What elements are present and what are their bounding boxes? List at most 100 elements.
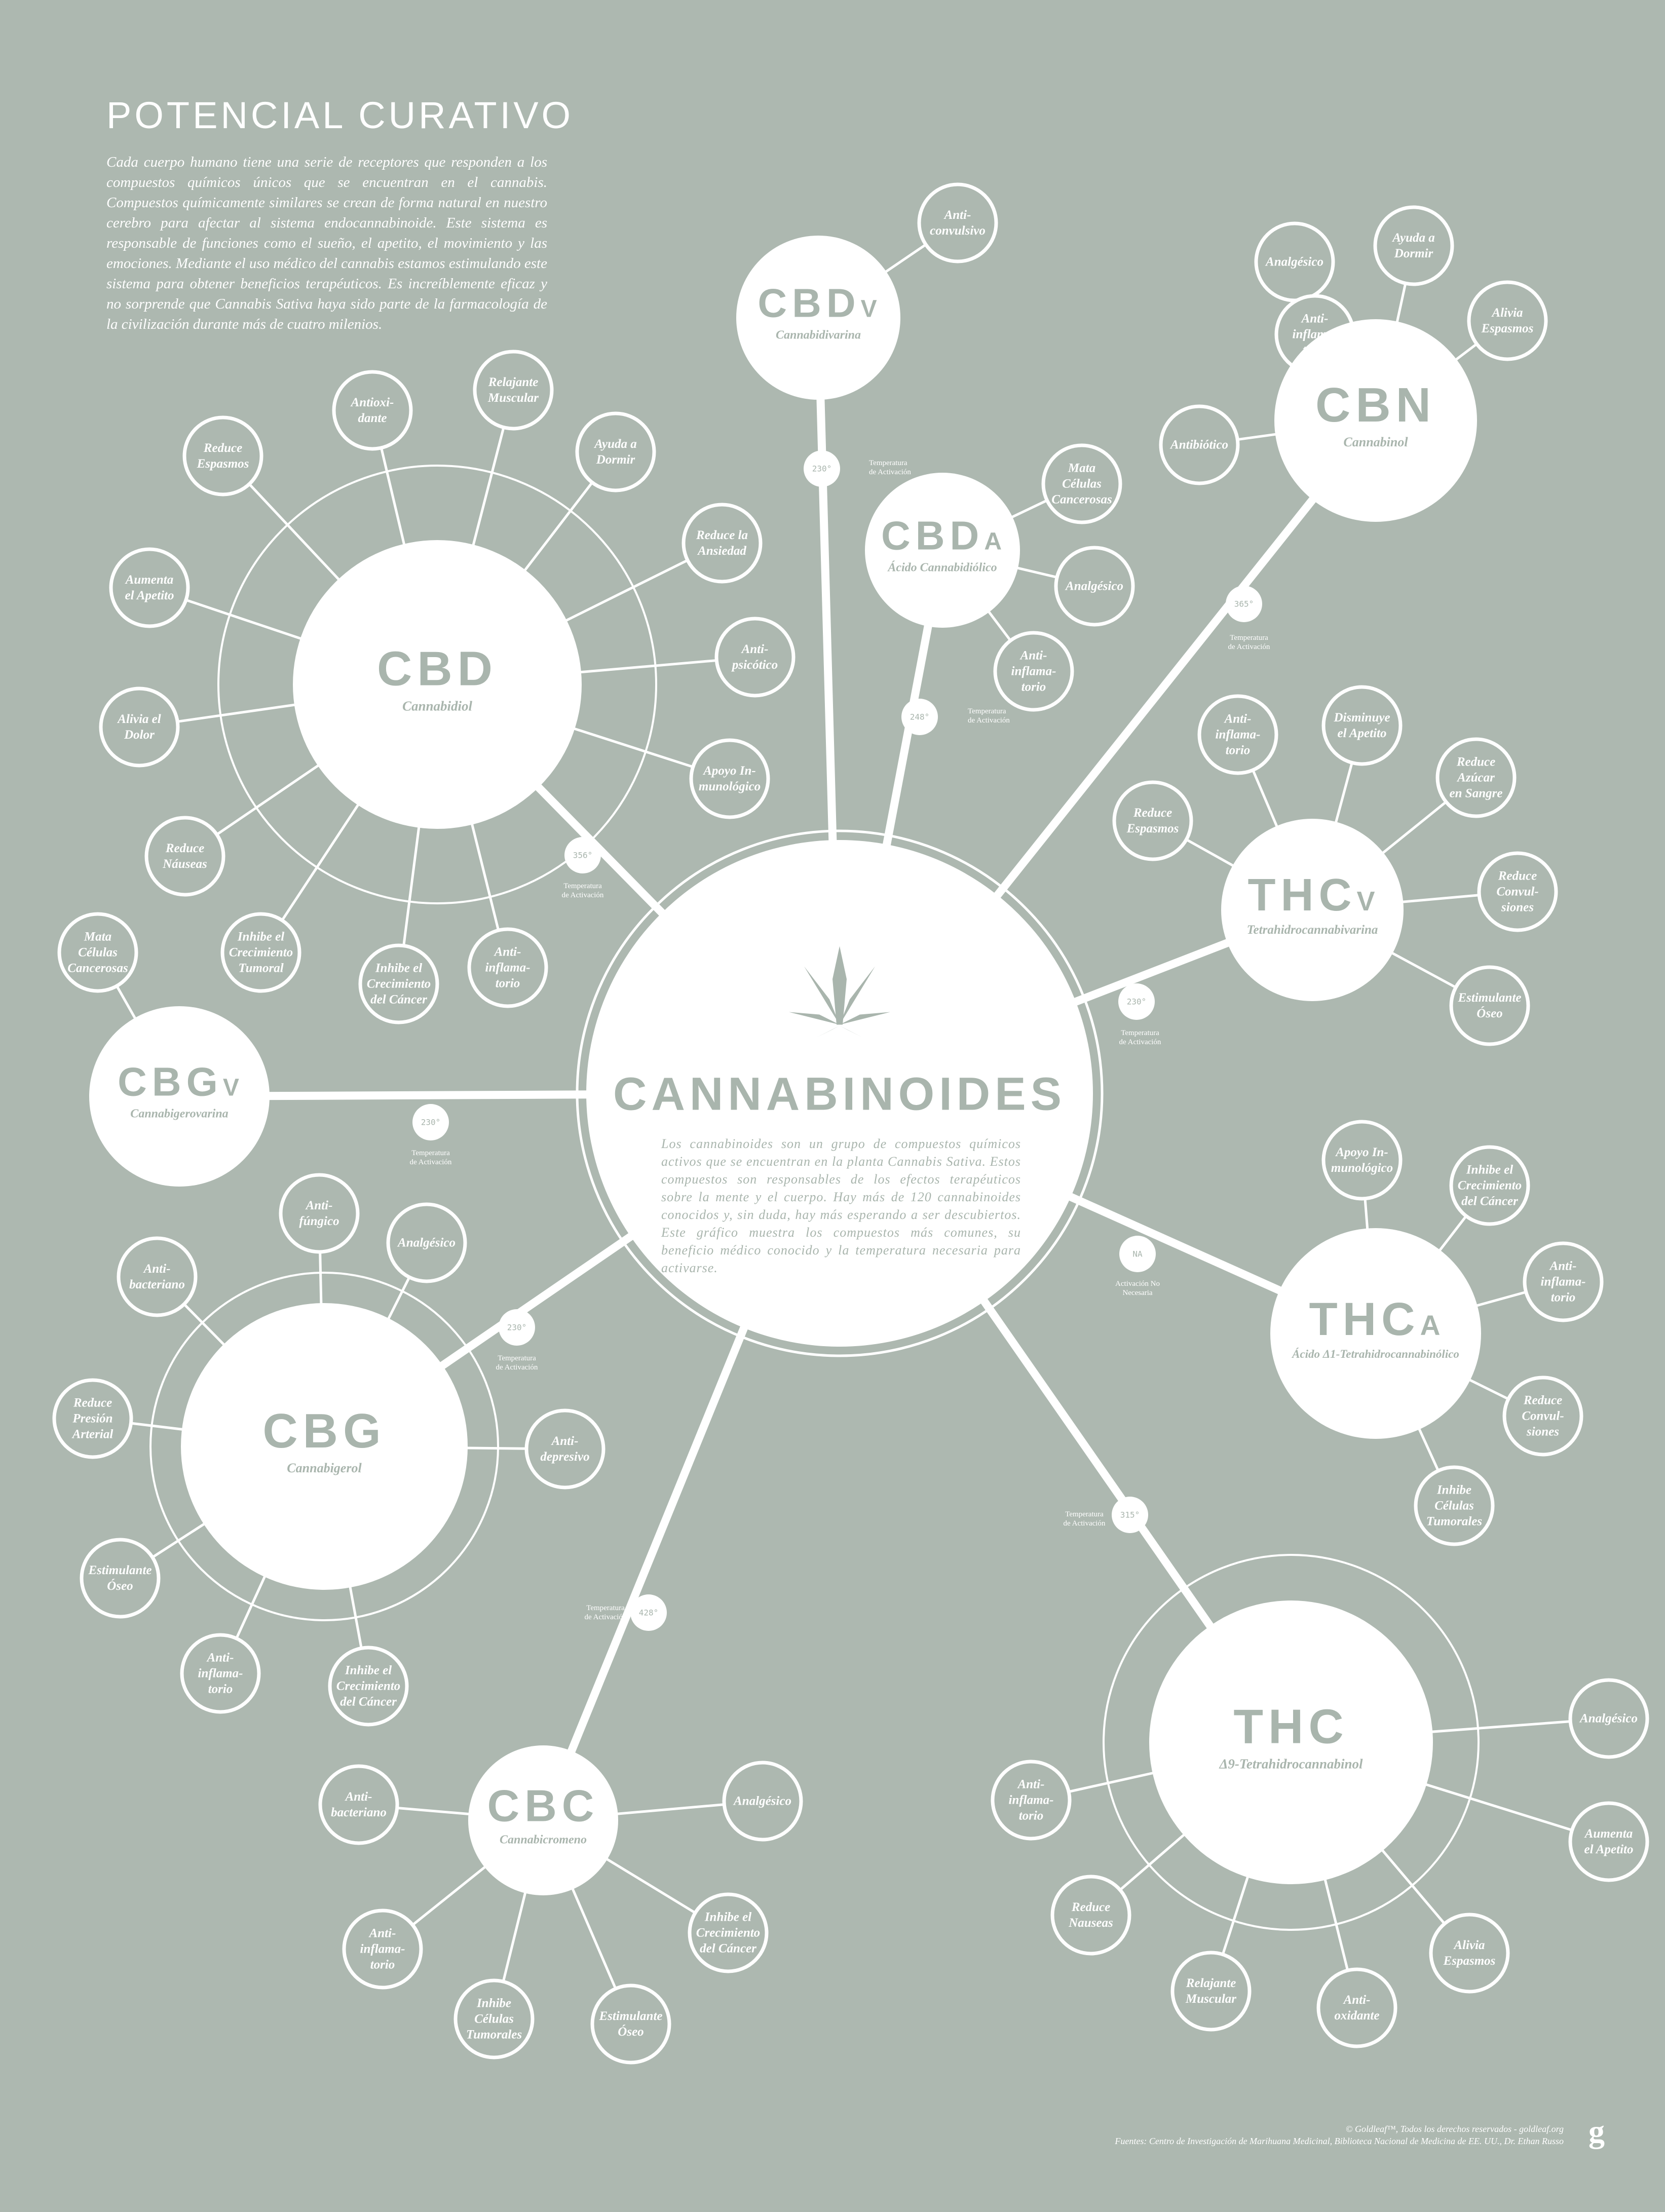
benefit-bubble[interactable]: Reduce Náuseas bbox=[163, 842, 207, 871]
abbr-text: CBD bbox=[377, 641, 498, 696]
activation-temperature-label: Temperatura de Activación bbox=[1063, 1510, 1106, 1528]
benefit-bubble[interactable]: Antioxi- dante bbox=[351, 396, 394, 425]
benefit-bubble[interactable]: Reduce Convul- siones bbox=[1522, 1393, 1564, 1439]
compound-name: Cannabidiol bbox=[402, 698, 473, 714]
abbr-suffix: A bbox=[984, 528, 1004, 555]
benefit-bubble[interactable]: Reduce Presión Arterial bbox=[72, 1396, 113, 1441]
benefit-bubble[interactable]: Inhibe el Crecimiento del Cáncer bbox=[1457, 1163, 1522, 1208]
benefit-bubble[interactable]: Analgésico bbox=[734, 1794, 791, 1808]
sources-text: Fuentes: Centro de Investigación de Mari… bbox=[1115, 2136, 1564, 2146]
compound-name: Cannabinol bbox=[1343, 435, 1408, 449]
compound-abbr: CBGV bbox=[118, 1061, 241, 1102]
benefit-bubble[interactable]: Reduce Azúcar en Sangre bbox=[1449, 755, 1503, 800]
benefit-bubble[interactable]: Anti- inflama- torio bbox=[1540, 1259, 1586, 1305]
benefit-bubble[interactable]: Estimulante Óseo bbox=[1458, 991, 1522, 1020]
benefit-bubble[interactable]: Anti- inflama- torio bbox=[485, 945, 531, 990]
benefit-bubble[interactable]: Disminuye el Apetito bbox=[1334, 711, 1390, 740]
compound-name: Δ9-Tetrahidrocannabinol bbox=[1219, 1756, 1363, 1772]
footer: © Goldleaf™, Todos los derechos reservad… bbox=[1115, 2123, 1564, 2147]
benefit-bubble[interactable]: Analgésico bbox=[1066, 579, 1123, 593]
abbr-text: THC bbox=[1247, 870, 1357, 921]
benefit-bubble[interactable]: Anti- inflama- torio bbox=[1292, 312, 1338, 357]
benefit-bubble[interactable]: Anti- psicótico bbox=[732, 642, 778, 672]
compound-cbda[interactable]: CBDA Ácido Cannabidiólico bbox=[881, 513, 1004, 575]
activation-temperature-label: Temperatura de Activación bbox=[409, 1149, 452, 1166]
benefit-bubble[interactable]: Alivia Espasmos bbox=[1443, 1938, 1496, 1968]
benefit-bubble[interactable]: Aumenta el Apetito bbox=[1584, 1827, 1634, 1856]
benefit-bubble[interactable]: Inhibe el Crecimiento Tumoral bbox=[229, 930, 293, 975]
compound-cbn[interactable]: CBN Cannabinol bbox=[1315, 381, 1436, 450]
benefit-bubble[interactable]: Inhibe el Crecimiento del Cáncer bbox=[366, 961, 431, 1007]
compound-abbr: THC bbox=[1220, 1702, 1363, 1751]
benefit-bubble[interactable]: Analgésico bbox=[398, 1236, 456, 1250]
benefit-bubble[interactable]: Inhibe Células Tumorales bbox=[466, 1996, 522, 2042]
benefit-bubble[interactable]: Anti- inflama- torio bbox=[360, 1926, 405, 1972]
benefit-bubble[interactable]: Inhibe Células Tumorales bbox=[1426, 1483, 1483, 1529]
benefit-bubble[interactable]: Apoyo In- munológico bbox=[698, 764, 761, 793]
benefit-bubble[interactable]: Antibiótico bbox=[1170, 438, 1228, 452]
center-title: CANNABINOIDES bbox=[613, 1068, 1066, 1120]
benefit-bubble[interactable]: Apoyo In- munológico bbox=[1331, 1146, 1393, 1175]
compound-abbr: CBN bbox=[1315, 381, 1436, 430]
benefit-bubble[interactable]: Anti- oxidante bbox=[1334, 1993, 1380, 2023]
abbr-text: CBD bbox=[758, 280, 861, 326]
cannabis-leaf-icon bbox=[786, 946, 893, 1045]
benefit-bubble[interactable]: Relajante Muscular bbox=[1185, 1976, 1237, 2006]
benefit-bubble[interactable]: Inhibe el Crecimiento del Cáncer bbox=[336, 1663, 401, 1709]
abbr-suffix: A bbox=[1420, 1310, 1443, 1341]
benefit-bubble[interactable]: Mata Células Cancerosas bbox=[1051, 461, 1112, 507]
benefit-bubble[interactable]: Estimulante Óseo bbox=[88, 1563, 152, 1593]
activation-temperature: 365° bbox=[1234, 599, 1254, 609]
benefit-bubble[interactable]: Analgésico bbox=[1266, 255, 1323, 269]
benefit-bubble[interactable]: Inhibe el Crecimiento del Cáncer bbox=[696, 1910, 761, 1956]
activation-temperature-label: Activación No Necesaria bbox=[1115, 1280, 1160, 1297]
benefit-bubble[interactable]: Anti- inflama- torio bbox=[198, 1651, 243, 1696]
abbr-suffix: V bbox=[1356, 886, 1377, 917]
activation-temperature-label: Temperatura de Activación bbox=[584, 1604, 627, 1621]
benefit-bubble[interactable]: Alivia el Dolor bbox=[118, 712, 161, 742]
benefit-bubble[interactable]: Ayuda a Dormir bbox=[594, 437, 637, 467]
abbr-text: CBD bbox=[881, 513, 985, 558]
benefit-bubble[interactable]: Anti- inflama- torio bbox=[1215, 712, 1261, 757]
compound-name: Ácido Cannabidiólico bbox=[888, 561, 997, 575]
activation-temperature-label: Temperatura de Activación bbox=[1119, 1029, 1161, 1046]
benefit-bubble[interactable]: Reduce la Ansiedad bbox=[696, 528, 748, 558]
compound-abbr: THCV bbox=[1247, 872, 1378, 918]
benefit-bubble[interactable]: Anti- inflama- torio bbox=[1011, 649, 1056, 694]
benefit-bubble[interactable]: Anti- bacteriano bbox=[129, 1262, 185, 1291]
abbr-suffix: V bbox=[222, 1074, 241, 1101]
compound-cbgv[interactable]: CBGV Cannabigerovarina bbox=[118, 1061, 241, 1121]
compound-thc[interactable]: THC Δ9-Tetrahidrocannabinol bbox=[1219, 1702, 1363, 1772]
benefit-bubble[interactable]: Anti- depresivo bbox=[540, 1434, 590, 1464]
compound-cbd[interactable]: CBD Cannabidiol bbox=[377, 641, 498, 714]
benefit-bubble[interactable]: Relajante Muscular bbox=[487, 375, 539, 405]
benefit-bubble[interactable]: Alivia Espasmos bbox=[1481, 306, 1534, 335]
benefit-bubble[interactable]: Mata Células Cancerosas bbox=[67, 930, 128, 975]
benefit-bubble[interactable]: Reduce Nauseas bbox=[1069, 1900, 1113, 1930]
benefit-bubble[interactable]: Ayuda a Dormir bbox=[1392, 231, 1435, 260]
compound-name: Ácido Δ1-Tetrahidrocannabinólico bbox=[1292, 1348, 1459, 1360]
benefit-bubble[interactable]: Reduce Espasmos bbox=[1126, 806, 1179, 835]
abbr-text: CBN bbox=[1315, 378, 1436, 432]
copyright-text: © Goldleaf™, Todos los derechos reservad… bbox=[1345, 2124, 1564, 2134]
abbr-text: CBG bbox=[262, 1404, 386, 1458]
activation-temperature: 230° bbox=[421, 1117, 441, 1127]
benefit-bubble[interactable]: Estimulante Óseo bbox=[599, 2009, 663, 2039]
activation-temperature-label: Temperatura de Activación bbox=[869, 459, 911, 476]
compound-name: Cannabigerovarina bbox=[130, 1107, 229, 1121]
benefit-bubble[interactable]: Anti- fúngico bbox=[299, 1199, 339, 1228]
benefit-bubble[interactable]: Reduce Convul- siones bbox=[1496, 869, 1539, 914]
benefit-bubble[interactable]: Anti- inflama- torio bbox=[1008, 1777, 1054, 1823]
benefit-bubble[interactable]: Analgésico bbox=[1580, 1711, 1638, 1726]
activation-temperature: 248° bbox=[910, 712, 930, 722]
benefit-bubble[interactable]: Anti- convulsivo bbox=[930, 208, 986, 238]
benefit-bubble[interactable]: Aumenta el Apetito bbox=[125, 573, 174, 602]
benefit-bubble[interactable]: Reduce Espasmos bbox=[197, 441, 249, 471]
abbr-text: CBC bbox=[487, 1780, 599, 1831]
benefit-bubble[interactable]: Anti- bacteriano bbox=[331, 1790, 387, 1819]
